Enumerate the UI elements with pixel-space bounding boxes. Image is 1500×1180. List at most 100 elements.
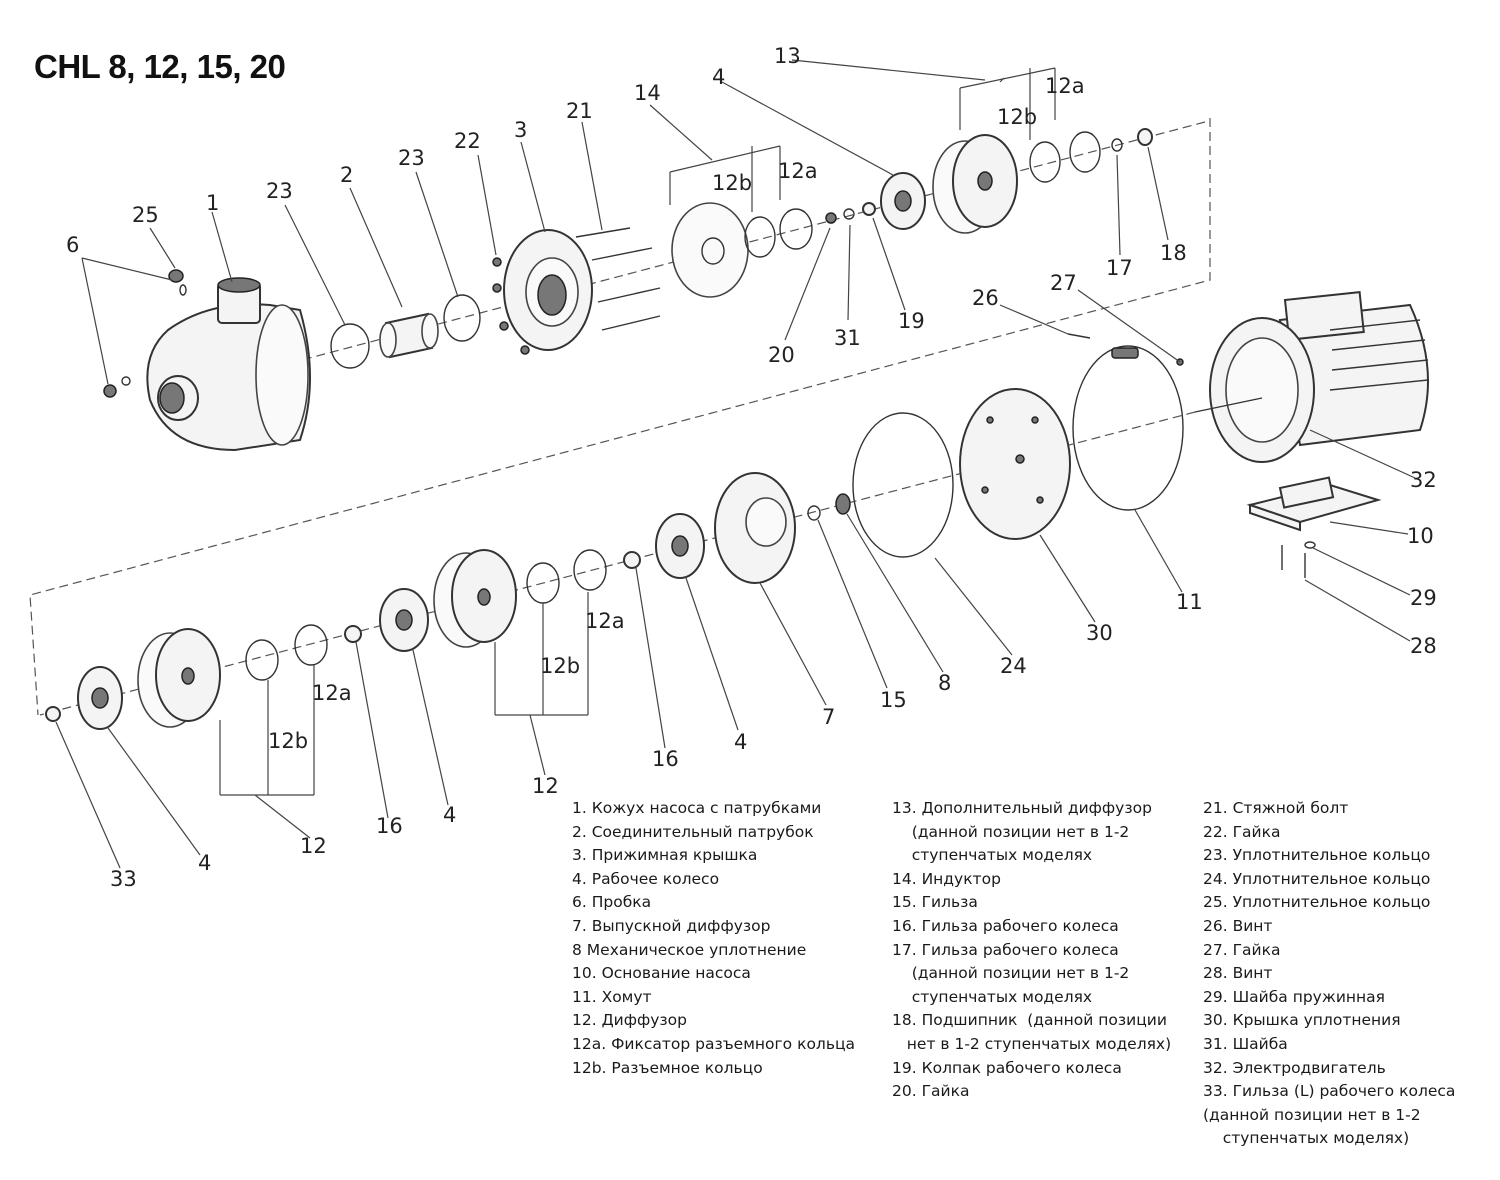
callout-33: 33 [110, 867, 137, 891]
callout-8: 8 [938, 671, 951, 695]
ring-retainer-12a-b2 [294, 624, 328, 666]
legend-item: 2. Соединительный патрубок [572, 822, 814, 841]
split-ring-12b-b2 [245, 639, 279, 681]
legend-item: (данной позиции нет в 1-2 [892, 822, 1130, 841]
legend-item: 6. Пробка [572, 893, 652, 912]
legend-item: ступенчатых моделях) [1203, 1129, 1410, 1148]
legend-item: 12a. Фиксатор разъемного кольца [572, 1034, 856, 1053]
callout-21: 21 [566, 99, 593, 123]
legend-item: 4. Рабочее колесо [572, 869, 720, 888]
callout-31: 31 [834, 326, 861, 350]
oring-23-b [443, 294, 481, 342]
callout-14: 14 [634, 81, 661, 105]
legend-item: 18. Подшипник (данной позиции [892, 1011, 1167, 1030]
callout-12a-b1: 12a [585, 609, 625, 633]
extra-diffuser-13 [932, 134, 1018, 234]
legend-item: 17. Гильза рабочего колеса [892, 940, 1119, 959]
impeller-4-b2 [379, 588, 429, 652]
callout-20: 20 [768, 343, 795, 367]
diffuser-12-b2 [137, 628, 221, 728]
spring-washer-29 [1304, 541, 1316, 549]
impeller-sleeve-16-b2 [344, 625, 362, 643]
motor-32 [1194, 291, 1429, 463]
callout-23-b: 23 [398, 146, 425, 170]
impeller-sleeve-33 [45, 706, 61, 722]
legend-item: 12b. Разъемное кольцо [572, 1058, 763, 1077]
legend-item: 21. Стяжной болт [1203, 799, 1349, 817]
leader-lines [55, 59, 1416, 869]
callout-4-b1: 4 [734, 730, 747, 754]
legend-item: 27. Гайка [1203, 940, 1281, 959]
callout-19: 19 [898, 309, 925, 333]
callout-12b-b2: 12b [268, 729, 308, 753]
legend-item: 24. Уплотнительное кольцо [1203, 869, 1431, 888]
callout-22: 22 [454, 129, 481, 153]
callout-28: 28 [1410, 634, 1437, 658]
callout-1: 1 [206, 191, 219, 215]
callout-7: 7 [822, 705, 835, 729]
oring-25 [168, 269, 187, 296]
washer-31 [843, 208, 855, 220]
legend-column-2: 13. Дополнительный диффузор (данной пози… [892, 797, 1171, 1104]
legend-item: 8 Механическое уплотнение [572, 940, 807, 959]
ring-retainer-12a-b1 [573, 549, 607, 591]
callout-25: 25 [132, 203, 159, 227]
legend-column-3: 21. Стяжной болт 22. Гайка 23. Уплотнитель… [1203, 797, 1455, 1151]
callout-2: 2 [340, 163, 353, 187]
legend-item: нет в 1-2 ступенчатых моделях) [892, 1034, 1172, 1053]
impeller-4-b3 [77, 666, 123, 730]
pump-base-10 [1246, 476, 1382, 532]
legend-item: 3. Прижимная крышка [572, 846, 758, 865]
callout-12-b2: 12 [300, 834, 327, 858]
callout-16-b1: 16 [652, 747, 679, 771]
mechanical-seal-8 [835, 493, 851, 515]
nut-20 [825, 212, 837, 224]
legend-item: 29. Шайба пружинная [1203, 987, 1385, 1006]
callout-18: 18 [1160, 241, 1187, 265]
legend-item: 16. Гильза рабочего колеса [892, 916, 1119, 935]
legend-item: 19. Колпак рабочего колеса [892, 1058, 1122, 1077]
callout-12b-b1: 12b [540, 654, 580, 678]
impeller-sleeve-16-b1 [623, 551, 641, 569]
impeller-4-top [880, 172, 926, 230]
callout-27: 27 [1050, 271, 1077, 295]
legend-item: 1. Кожух насоса с патрубками [572, 799, 822, 817]
legend-item: (данной позиции нет в 1-2 [1203, 1105, 1421, 1124]
callout-6: 6 [66, 233, 79, 257]
tie-bolts-21 [575, 227, 661, 331]
impeller-4-b1 [655, 513, 705, 579]
legend-item: ступенчатых моделях [892, 846, 1093, 865]
legend-item: 12. Диффузор [572, 1011, 688, 1030]
plug-6 [103, 376, 131, 398]
nuts-22 [492, 257, 530, 355]
legend-column-1: 1. Кожух насоса с патрубками 2. Соедините… [572, 797, 855, 1080]
legend-item: 31. Шайба [1203, 1034, 1288, 1053]
oring-23-a [330, 323, 370, 369]
inductor-14 [671, 202, 749, 298]
legend-item: (данной позиции нет в 1-2 [892, 964, 1130, 983]
callout-26: 26 [972, 286, 999, 310]
sleeve-17 [1111, 138, 1123, 152]
legend-item: 15. Гильза [892, 893, 978, 912]
ring-retainer-12a-top [779, 208, 813, 250]
seal-cover-30 [959, 388, 1071, 540]
callout-11: 11 [1176, 590, 1203, 614]
clamp-11 [1072, 345, 1184, 511]
connecting-pipe-2 [379, 312, 439, 359]
legend-item: 11. Хомут [572, 987, 652, 1006]
legend-item: 23. Уплотнительное кольцо [1203, 846, 1431, 865]
callout-29: 29 [1410, 586, 1437, 610]
legend-item: 20. Гайка [892, 1082, 970, 1101]
split-ring-12b-top [744, 216, 776, 258]
callout-4-b3: 4 [198, 851, 211, 875]
impeller-cap-19 [862, 202, 876, 216]
callout-24: 24 [1000, 654, 1027, 678]
legend-item: ступенчатых моделях [892, 987, 1093, 1006]
ring-retainer-12a-extra [1069, 131, 1101, 173]
oring-24 [852, 412, 954, 558]
legend-item: 28. Винт [1203, 964, 1273, 983]
callout-32: 32 [1410, 468, 1437, 492]
bearing-18 [1137, 128, 1153, 146]
legend-item: 22. Гайка [1203, 822, 1281, 841]
